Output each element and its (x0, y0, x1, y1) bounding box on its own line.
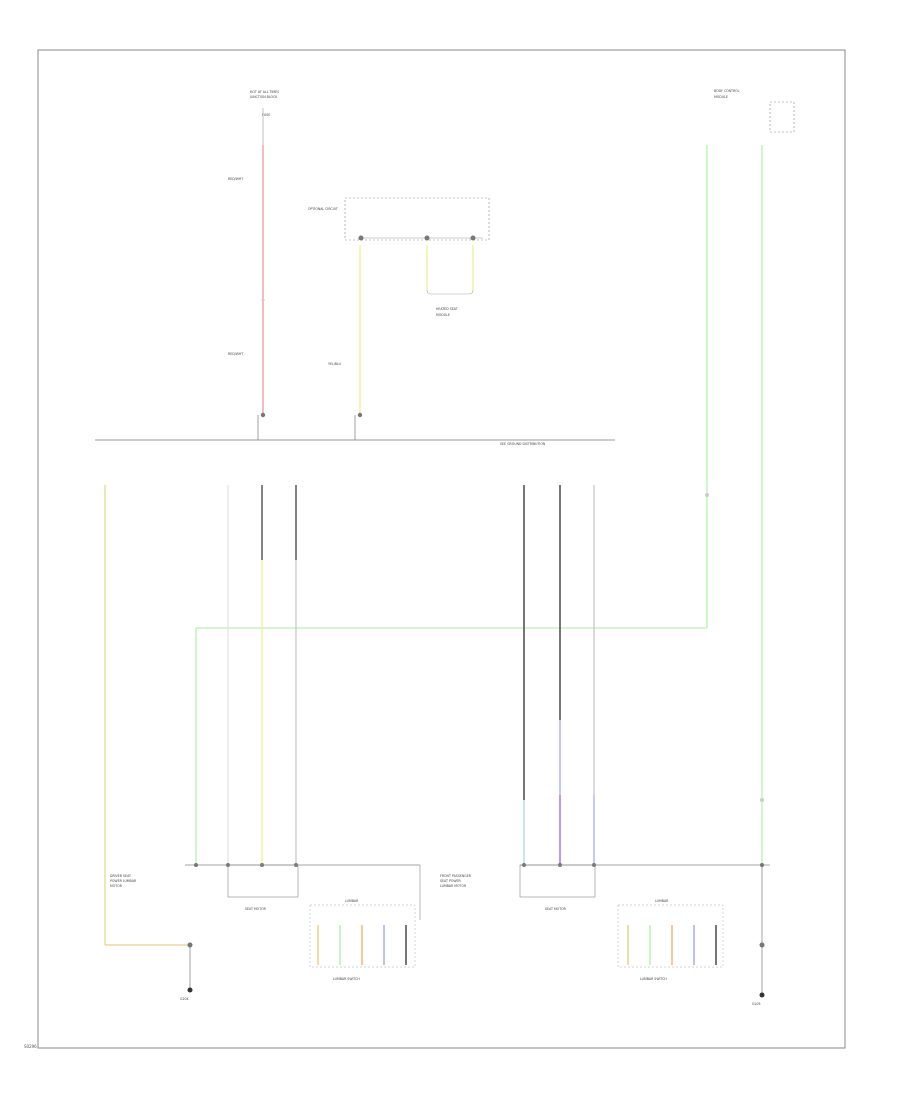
pin-l1 (194, 863, 198, 867)
heated-note-1: HEATED SEAT (436, 307, 458, 311)
bus-label: SEE GROUND DISTRIBUTION (500, 442, 546, 446)
driver-motor-label-3: MOTOR (110, 884, 123, 888)
diagram-code: S0296 (24, 1044, 37, 1049)
green-connector (705, 493, 709, 497)
left-switch-bottom-label: LUMBAR SWITCH (333, 977, 360, 981)
opt-pin-3 (470, 235, 476, 241)
right-lumbar-switch (617, 904, 724, 968)
right-ground-symbol (759, 992, 765, 998)
red-wire-label-2: RED/WHT (228, 352, 243, 356)
driver-motor-label-2: POWER LUMBAR (110, 879, 137, 883)
left-ground-symbol (187, 987, 193, 993)
source-label-1: HOT AT ALL TIMES (250, 90, 279, 94)
red-wire-label-1: RED/WHT (228, 177, 243, 181)
green-connector-2 (760, 798, 764, 802)
left-seat-motor-box (227, 864, 299, 898)
passenger-motor-label-2: SEAT POWER (440, 879, 462, 883)
heated-note-2: MODULE (436, 313, 450, 317)
right-ground-pin (759, 942, 765, 948)
left-lumbar-switch-label: LUMBAR (345, 899, 359, 903)
optional-circuit-box (344, 197, 490, 241)
optional-circuit-label: OPTIONAL CIRCUIT (308, 207, 338, 211)
source-label-2: JUNCTION BLOCK (249, 95, 278, 99)
yellow-connector (357, 412, 363, 418)
driver-motor-label-1: DRIVER SEAT (110, 874, 131, 878)
right-motor-box-label: SEAT MOTOR (545, 907, 567, 911)
opt-pin-2 (424, 235, 430, 241)
bcm-label-2: MODULE (714, 95, 728, 99)
opt-pin-1 (358, 235, 364, 241)
left-lumbar-switch (309, 904, 416, 968)
passenger-motor-label-1: FRONT PASSENGER (440, 874, 472, 878)
right-lumbar-switch-label: LUMBAR (655, 899, 669, 903)
red-connector (261, 298, 265, 302)
left-motor-box-label: SEAT MOTOR (245, 907, 267, 911)
right-switch-bottom-label: LUMBAR SWITCH (640, 977, 667, 981)
yellow-label: YEL/BLU (328, 362, 342, 366)
diagram-frame (37, 49, 846, 1049)
bcm-label-1: BODY CONTROL (714, 89, 740, 93)
fuse-label: FUSE (262, 113, 270, 117)
bcm-box (769, 101, 795, 133)
right-ground-label: G205 (752, 1002, 761, 1006)
right-seat-motor-box (519, 864, 596, 898)
left-ground-label: G204 (180, 997, 189, 1001)
red-connector-2 (260, 412, 266, 418)
passenger-motor-label-3: LUMBAR MOTOR (440, 884, 467, 888)
yellow-branch-join (426, 289, 474, 295)
